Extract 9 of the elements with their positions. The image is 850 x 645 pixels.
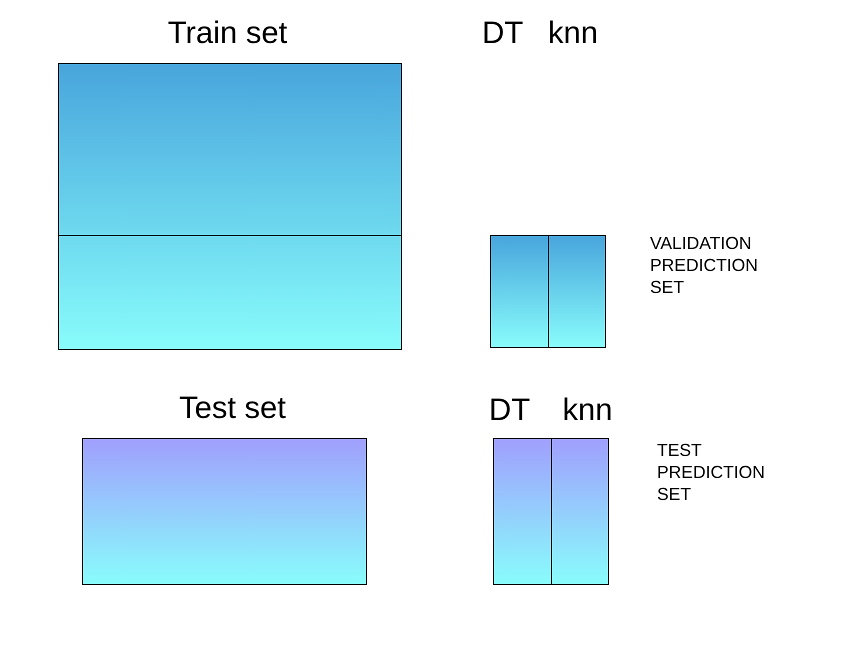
block-heading: DT <box>488 392 530 428</box>
data-block <box>490 235 606 348</box>
side-label: TEST PREDICTION SET <box>657 439 766 505</box>
block-heading: Train set <box>168 14 288 50</box>
block-heading: Test set <box>179 390 286 426</box>
block-heading: knn <box>562 392 612 428</box>
side-label: VALIDATION PREDICTION SET <box>650 232 759 298</box>
column-heading: knn <box>548 15 598 51</box>
column-heading: DT <box>482 15 524 51</box>
